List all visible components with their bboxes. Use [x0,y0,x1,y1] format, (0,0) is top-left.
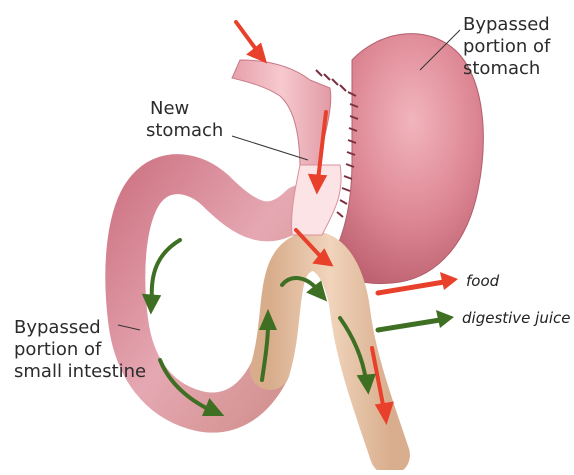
esophagus [232,60,331,170]
label-bypassed-intestine: Bypassed portion of small intestine [14,317,146,383]
label-bypassed-stomach: Bypassed portion of stomach [463,14,550,80]
legend-food-label: food [466,272,499,290]
legend-juice-arrow [378,310,454,330]
leader-line-new-stomach [232,136,308,160]
food-arrow-head [250,46,264,60]
legend-juice-label: digestive juice [462,309,571,327]
bypassed-stomach-shape [325,34,483,284]
juice-arrow [152,240,180,300]
food-arrow [236,22,258,52]
label-new-stomach: New stomach [146,98,223,142]
juice-arrow-head [145,296,158,310]
